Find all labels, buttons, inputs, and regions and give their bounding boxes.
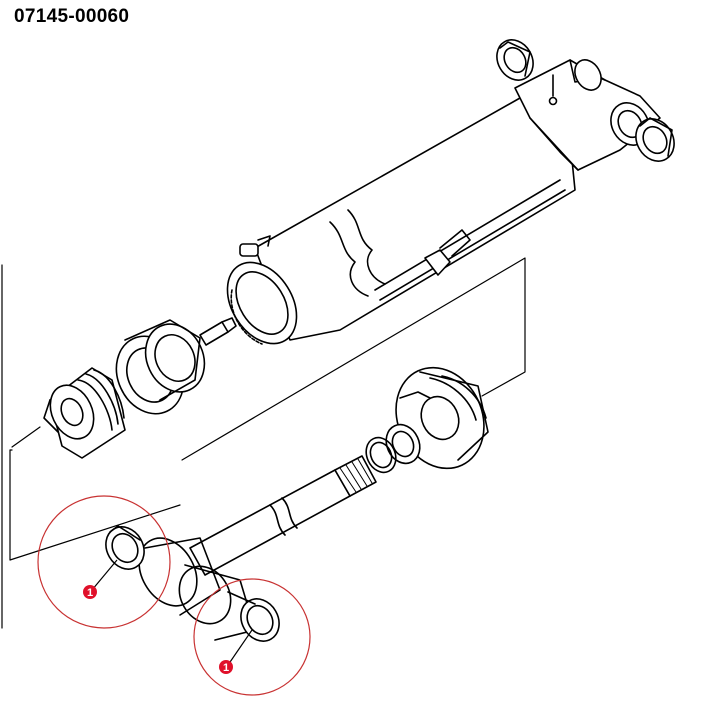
part-number-title: 07145-00060 xyxy=(14,6,130,27)
callout-marker-1b: 1 xyxy=(219,660,233,674)
cylinder-head-icon xyxy=(496,39,675,171)
piston-icon xyxy=(43,317,237,459)
barrel-icon xyxy=(365,366,489,474)
callout-label-1a: 1 xyxy=(87,587,93,599)
callout-marker-1a: 1 xyxy=(83,585,97,599)
highlight-circle-right xyxy=(193,578,311,696)
callout-label-1b: 1 xyxy=(223,662,229,674)
highlight-circle-left xyxy=(37,495,171,629)
leader-lines xyxy=(1,257,526,629)
cylinder-barrel xyxy=(226,97,576,345)
rod-icon xyxy=(138,455,377,641)
highlight-circles xyxy=(37,495,311,696)
seal-ring-icon xyxy=(105,525,280,642)
callout-leaders xyxy=(91,559,253,666)
